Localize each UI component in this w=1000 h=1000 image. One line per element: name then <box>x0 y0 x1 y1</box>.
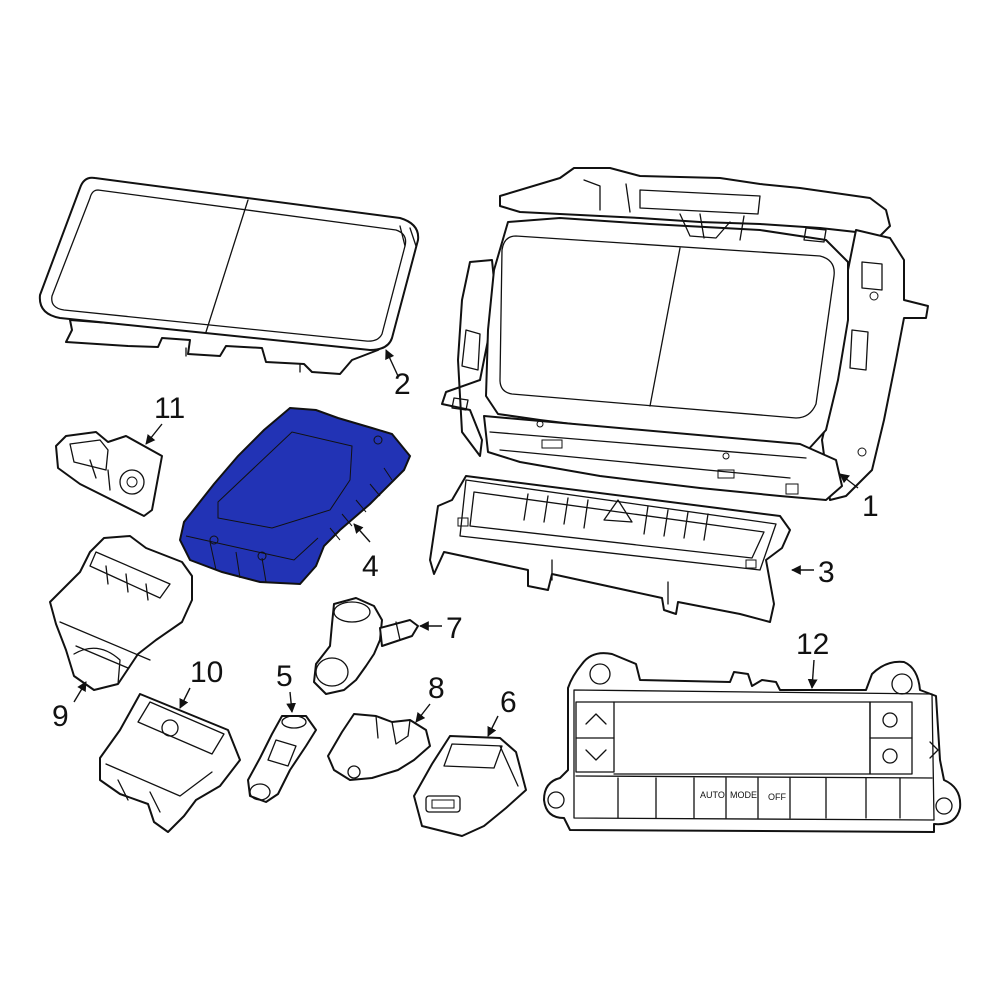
callout-7: 7 <box>419 612 463 645</box>
callout-11: 11 <box>145 392 185 445</box>
callout-12-label: 12 <box>796 628 829 661</box>
callout-2-label: 2 <box>394 368 411 401</box>
callout-2: 2 <box>385 349 411 401</box>
part-9-connector[interactable] <box>49 535 193 691</box>
part-2-display-screen[interactable] <box>38 176 420 375</box>
callout-9-label: 9 <box>52 700 69 733</box>
callout-1-label: 1 <box>862 490 879 523</box>
callout-8-label: 8 <box>428 672 445 705</box>
callout-6-label: 6 <box>500 686 517 719</box>
part-4-control-module[interactable] <box>178 406 412 586</box>
part-5-usb-port[interactable] <box>247 715 317 803</box>
callout-7-label: 7 <box>446 612 463 645</box>
part-6-usb-module[interactable] <box>413 735 527 837</box>
callout-5-label: 5 <box>276 660 293 693</box>
callout-11-label: 11 <box>154 392 185 425</box>
off-button-label: OFF <box>768 792 786 802</box>
part-1-housing[interactable] <box>441 167 929 501</box>
part-8-connector-bracket[interactable] <box>327 713 431 781</box>
fan-up-icon <box>882 712 898 728</box>
part-12-climate-panel[interactable]: AUTO MODE OFF <box>543 652 962 833</box>
temperature-down-icon <box>585 749 607 761</box>
callout-8: 8 <box>415 672 445 723</box>
callout-1: 1 <box>839 473 879 523</box>
temperature-up-icon <box>585 713 607 725</box>
callout-10: 10 <box>179 656 223 709</box>
callout-3-label: 3 <box>818 556 835 589</box>
part-7-sensor[interactable] <box>313 597 419 695</box>
auto-button-label: AUTO <box>700 790 725 800</box>
callout-4: 4 <box>353 523 379 583</box>
fan-down-icon <box>882 748 898 764</box>
callout-12: 12 <box>796 628 829 689</box>
part-11-bracket[interactable] <box>55 431 163 517</box>
callout-3: 3 <box>791 556 835 589</box>
callout-4-label: 4 <box>362 550 379 583</box>
mode-button-label: MODE <box>730 790 757 800</box>
part-3-vent-trim[interactable] <box>429 475 791 623</box>
callout-10-label: 10 <box>190 656 223 689</box>
part-10-switch[interactable] <box>99 693 241 833</box>
callout-6: 6 <box>487 686 517 737</box>
callout-9: 9 <box>52 681 87 733</box>
callout-5: 5 <box>276 660 296 713</box>
